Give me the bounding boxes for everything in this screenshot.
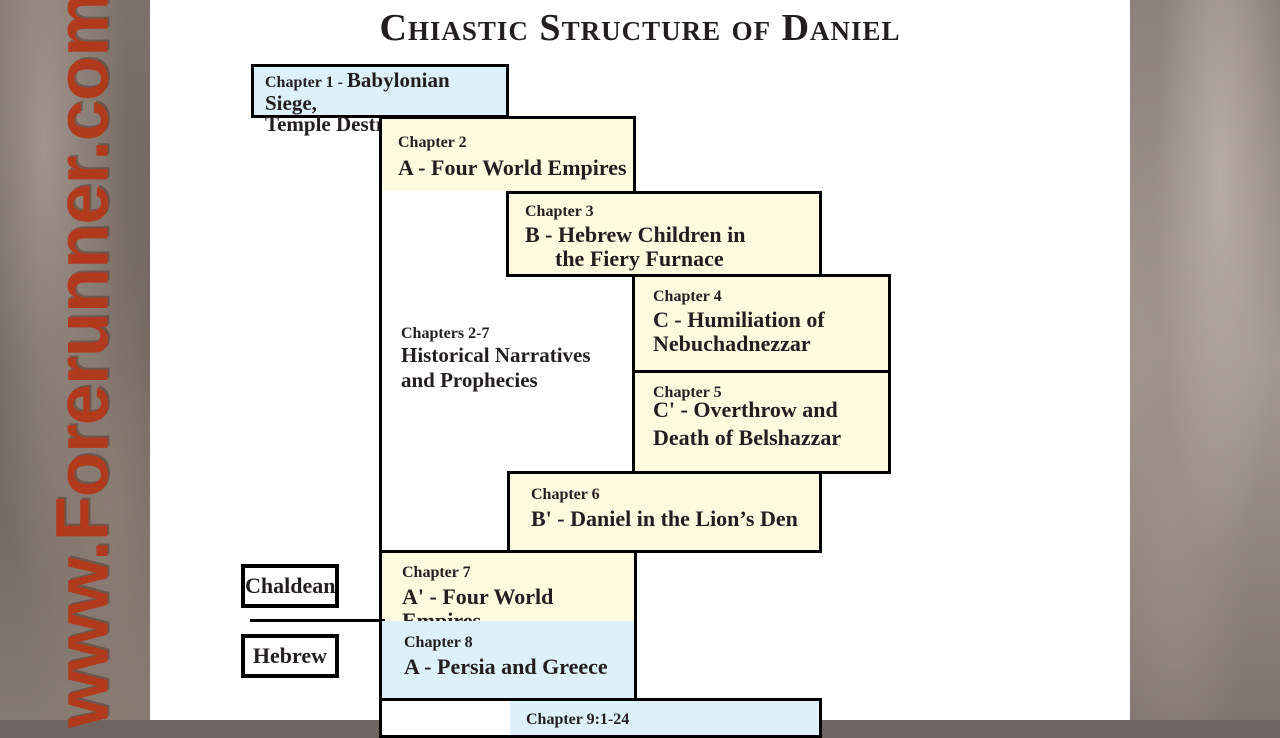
chapter-6-label: B' - Daniel in the Lion’s Den — [531, 505, 798, 531]
chapter-7-number: Chapter 7 — [402, 564, 471, 581]
chapter-2-label: A - Four World Empires — [398, 154, 627, 180]
left-background — [0, 0, 150, 720]
watermark-logo: www.Forerunner.com — [40, 0, 124, 728]
chapter-3-number: Chapter 3 — [525, 203, 594, 220]
block-chapter-3: Chapter 3 B - Hebrew Children in the Fie… — [506, 191, 822, 277]
chapter-2-number: Chapter 2 — [398, 134, 467, 151]
chapters-2-7-label: Historical Narratives — [401, 343, 591, 368]
chapters-2-7-label-line2: and Prophecies — [401, 368, 538, 393]
page-title: Chiastic Structure of Daniel — [379, 7, 901, 49]
chapter-7-label: A' - Four World Empires — [402, 583, 554, 633]
chapter-1-number: Chapter 1 - — [265, 74, 343, 91]
chapter-5-number: Chapter 5 — [653, 384, 722, 401]
right-background — [1130, 0, 1280, 720]
chapter-4-number: Chapter 4 — [653, 288, 722, 305]
chapter-5-label: C' - Overthrow and — [653, 396, 838, 422]
chapters-2-7-text: Chapters 2-7 Historical Narratives and P… — [401, 324, 591, 394]
block-chapter-9: Chapter 9:1-24 — [507, 698, 822, 738]
chapter-3-label: B - Hebrew Children in — [525, 221, 746, 247]
block-chapters-2-7 — [379, 191, 512, 553]
language-divider — [250, 619, 385, 622]
block-chapter-7: Chapter 7 A' - Four World Empires — [379, 550, 637, 632]
chapter-4-label-line2: Nebuchadnezzar — [653, 330, 811, 356]
block-chapter-2: Chapter 2 A - Four World Empires — [379, 116, 636, 194]
block-chapter-5: Chapter 5 C' - Overthrow and Death of Be… — [632, 370, 891, 474]
tag-chaldean: Chaldean — [241, 564, 339, 608]
block-chapters-8-12 — [379, 698, 510, 738]
chapter-5-label-line2: Death of Belshazzar — [653, 424, 842, 450]
chapters-2-7-number: Chapters 2-7 — [401, 325, 490, 342]
chapter-8-label: A - Persia and Greece — [404, 653, 608, 679]
block-chapter-8: Chapter 8 A - Persia and Greece — [379, 621, 637, 701]
chapter-4-label: C - Humiliation of — [653, 306, 825, 332]
chapter-8-number: Chapter 8 — [404, 634, 473, 651]
block-chapter-1: Chapter 1 - Babylonian Siege, Temple Des… — [251, 64, 509, 136]
chapter-1-label: Babylonian Siege, — [265, 68, 450, 116]
tag-hebrew: Hebrew — [241, 634, 339, 678]
block-chapter-6: Chapter 6 B' - Daniel in the Lion’s Den — [507, 471, 822, 553]
chapter-6-number: Chapter 6 — [531, 486, 600, 503]
block-chapter-4: Chapter 4 C - Humiliation of Nebuchadnez… — [632, 274, 891, 374]
chapter-3-label-line2: the Fiery Furnace — [555, 245, 724, 271]
diagram-page: Chiastic Structure of Daniel Chapter 1 -… — [150, 0, 1130, 738]
